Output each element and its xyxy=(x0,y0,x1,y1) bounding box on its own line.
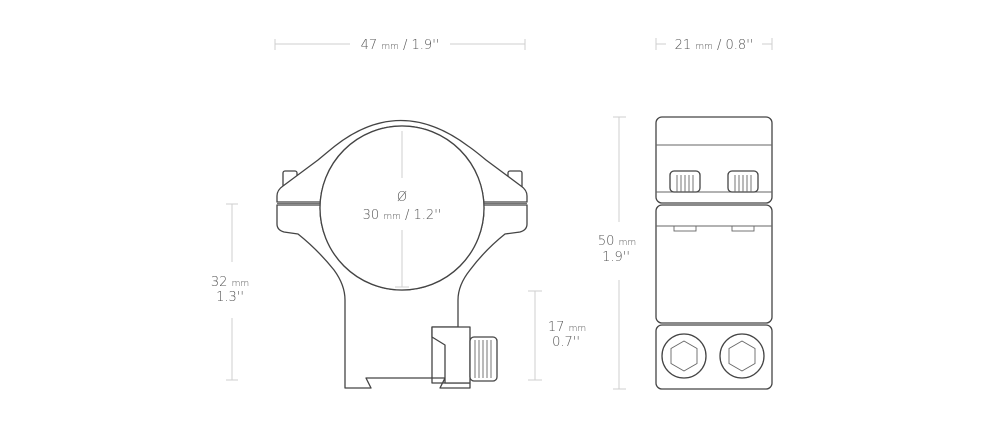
base-height-label: 17 mm xyxy=(548,320,586,335)
hex-bolt-icon xyxy=(661,333,707,379)
side-height-label: 50 mm xyxy=(598,234,636,249)
side-view-ring xyxy=(655,116,773,390)
diameter-symbol: Ø xyxy=(397,190,407,205)
hex-bolt-icon xyxy=(719,333,765,379)
front-width-dimension: 47 mm / 1.9'' xyxy=(274,38,526,53)
base-height-dimension: 17 mm 0.7'' xyxy=(528,290,586,381)
clamp-knob-icon xyxy=(469,336,498,382)
diameter-label: 30 mm / 1.2'' xyxy=(363,208,442,223)
base-height-imperial: 0.7'' xyxy=(552,335,580,350)
side-width-label: 21 mm / 0.8'' xyxy=(675,38,754,53)
side-height-dimension: 50 mm 1.9'' xyxy=(598,116,636,390)
front-height-label: 32 mm xyxy=(211,275,249,290)
front-width-label: 47 mm / 1.9'' xyxy=(361,38,440,53)
front-height-imperial: 1.3'' xyxy=(216,290,244,305)
front-height-dimension: 32 mm 1.3'' xyxy=(211,203,249,381)
side-height-imperial: 1.9'' xyxy=(602,250,630,265)
side-width-dimension: 21 mm / 0.8'' xyxy=(655,38,773,53)
diameter-dimension: Ø 30 mm / 1.2'' xyxy=(363,131,442,288)
